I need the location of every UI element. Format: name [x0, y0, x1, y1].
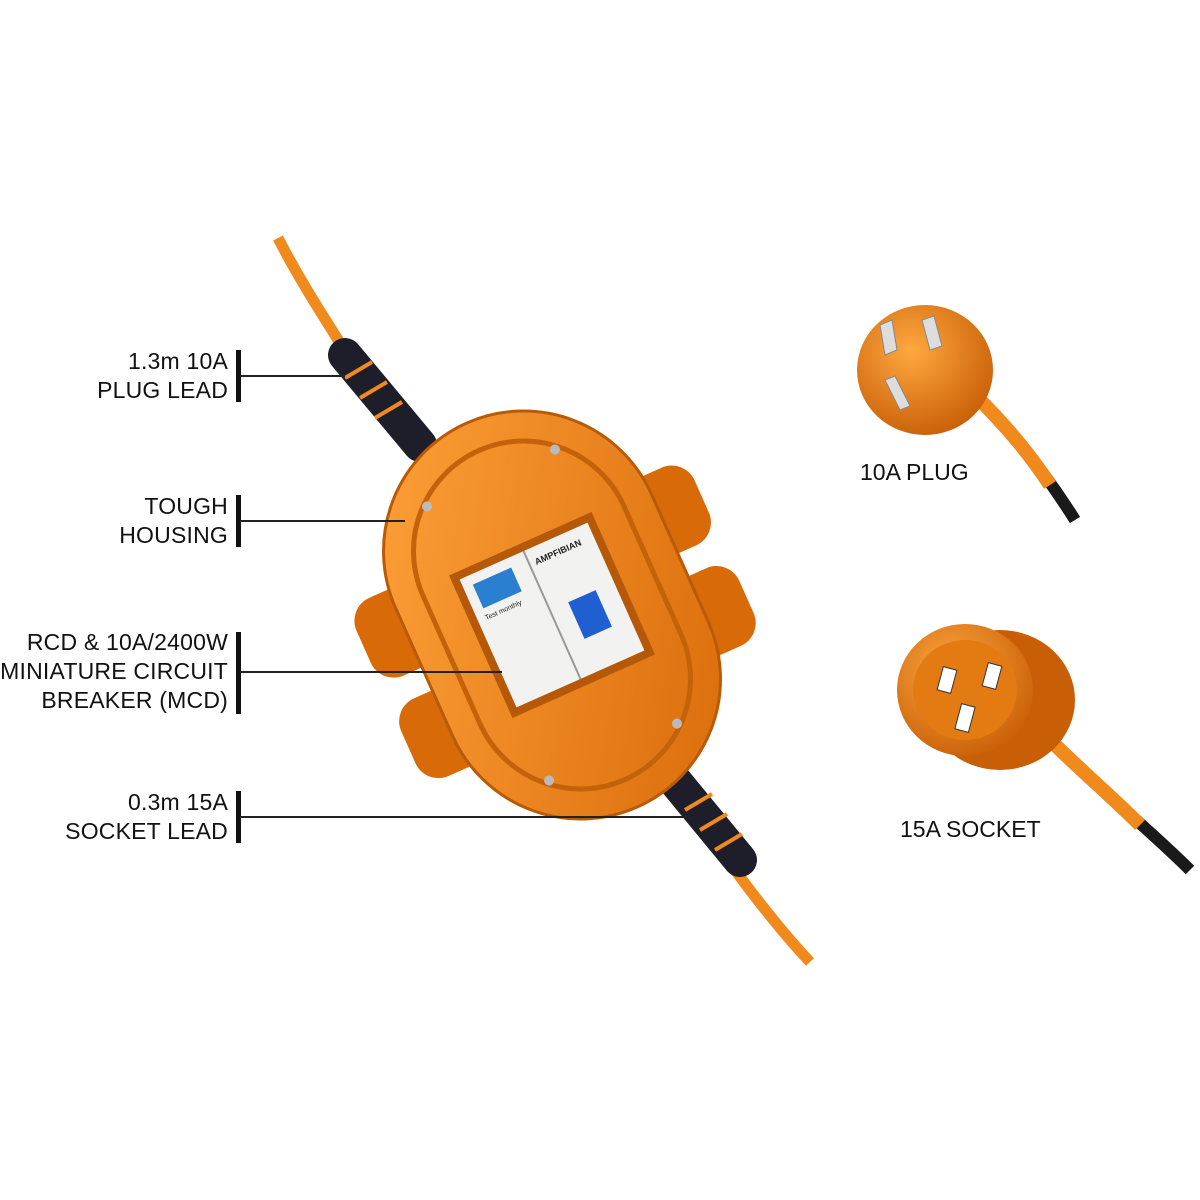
- plug-caption: 10A PLUG: [860, 459, 969, 485]
- callout-line: RCD & 10A/2400W: [26, 629, 228, 655]
- callout-bar: [236, 632, 241, 714]
- callout-tough-housing: TOUGH HOUSING: [119, 492, 228, 550]
- callout-line: SOCKET LEAD: [65, 818, 228, 844]
- callout-bar: [236, 350, 241, 402]
- leader-line: [240, 671, 502, 673]
- socket-illustration: [897, 624, 1195, 875]
- callout-plug-lead: 1.3m 10A PLUG LEAD: [97, 347, 228, 405]
- callout-rcd-breaker: RCD & 10A/2400W MINIATURE CIRCUIT BREAKE…: [0, 628, 228, 715]
- callout-socket-lead: 0.3m 15A SOCKET LEAD: [65, 788, 228, 846]
- socket-caption: 15A SOCKET: [900, 816, 1041, 842]
- callout-line: 0.3m 15A: [127, 789, 228, 815]
- callout-line: BREAKER (MCD): [41, 687, 228, 713]
- leader-line: [240, 816, 690, 818]
- plug-sleeve: [328, 338, 437, 462]
- leader-line: [240, 375, 345, 377]
- callout-line: 1.3m 10A: [127, 348, 228, 374]
- plug-illustration: [857, 305, 1081, 524]
- callout-line: TOUGH: [144, 493, 228, 519]
- socket-sleeve: [653, 758, 757, 877]
- leader-line: [240, 520, 405, 522]
- housing: AMPFIBIAN Test monthly: [354, 409, 756, 821]
- callout-line: HOUSING: [119, 522, 228, 548]
- callout-line: MINIATURE CIRCUIT: [0, 658, 228, 684]
- callout-line: PLUG LEAD: [97, 377, 228, 403]
- callout-bar: [236, 495, 241, 547]
- callout-bar: [236, 791, 241, 843]
